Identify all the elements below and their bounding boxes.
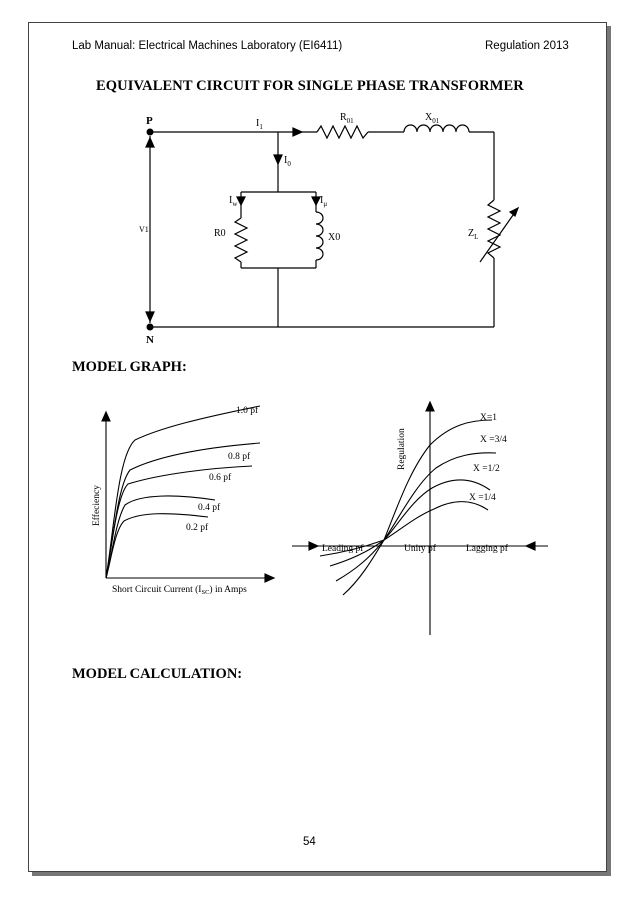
page-number: 54 [303, 836, 316, 848]
page-shadow [607, 26, 611, 876]
header-left: Lab Manual: Electrical Machines Laborato… [72, 40, 343, 52]
header-right: Regulation 2013 [485, 40, 569, 52]
model-graph-heading: MODEL GRAPH: [72, 359, 187, 375]
page-border [28, 22, 607, 872]
page-title: EQUIVALENT CIRCUIT FOR SINGLE PHASE TRAN… [96, 78, 524, 94]
page-shadow [32, 872, 611, 876]
model-calculation-heading: MODEL CALCULATION: [72, 666, 243, 682]
